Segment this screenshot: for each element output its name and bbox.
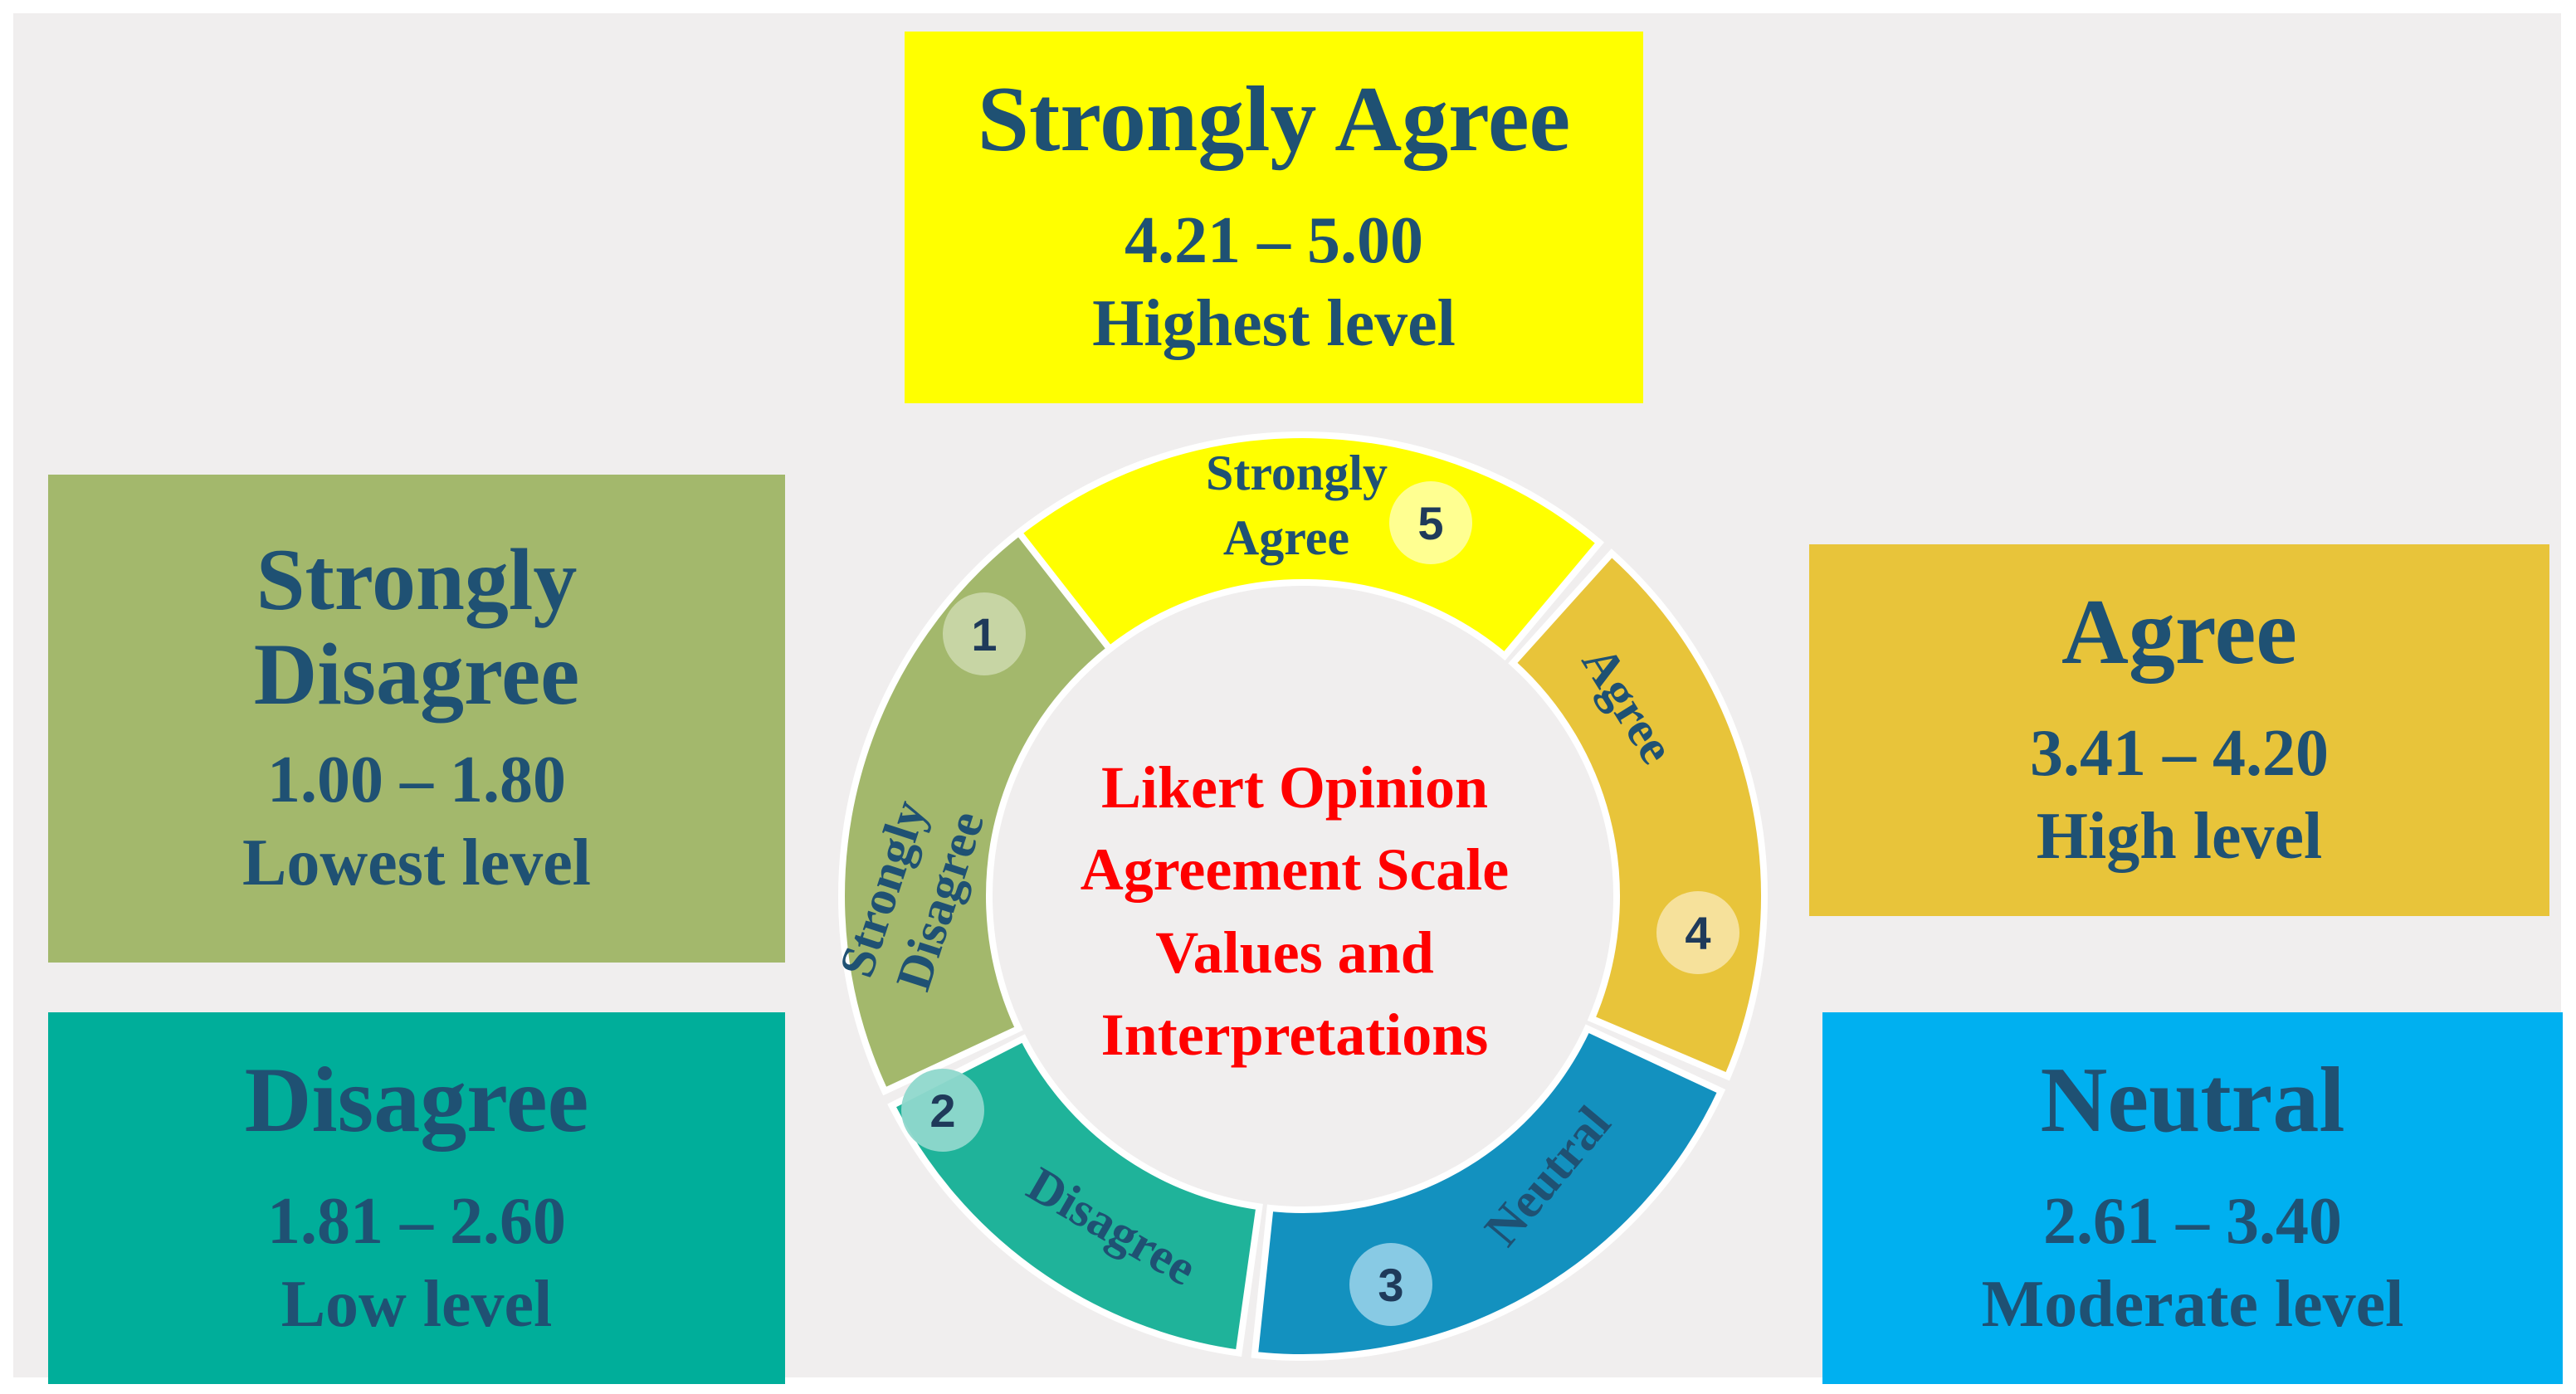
segment-label-strongly-agree-line2: Agree — [1223, 510, 1349, 565]
badge-5: 5 — [1389, 481, 1472, 564]
strongly-disagree-title: Strongly Disagree — [253, 530, 580, 723]
strongly-disagree-range: 1.00 – 1.80 — [267, 743, 566, 817]
strongly-agree-range: 4.21 – 5.00 — [1125, 204, 1423, 278]
disagree-title: Disagree — [244, 1048, 589, 1152]
neutral-title: Neutral — [2040, 1048, 2345, 1152]
disagree-box: Disagree 1.81 – 2.60 Low level — [48, 1012, 785, 1384]
agree-box: Agree 3.41 – 4.20 High level — [1809, 544, 2549, 916]
center-title: Likert Opinion Agreement Scale Values an… — [1080, 754, 1510, 1069]
neutral-interpretation: Moderate level — [1981, 1268, 2404, 1342]
badge-4: 4 — [1656, 891, 1739, 974]
badge-3: 3 — [1349, 1243, 1432, 1326]
disagree-range: 1.81 – 2.60 — [267, 1185, 566, 1259]
strongly-agree-box: Strongly Agree 4.21 – 5.00 Highest level — [905, 32, 1643, 403]
neutral-box: Neutral 2.61 – 3.40 Moderate level — [1822, 1012, 2563, 1384]
cycle-segment-neutral — [1251, 1024, 1726, 1361]
badge-1: 1 — [943, 592, 1026, 675]
badge-2-number: 2 — [929, 1084, 955, 1137]
cycle-segment-disagree — [887, 1034, 1263, 1357]
badge-4-number: 4 — [1685, 907, 1710, 959]
agree-range: 3.41 – 4.20 — [2030, 717, 2329, 791]
badge-1-number: 1 — [971, 608, 997, 660]
agree-title: Agree — [2061, 580, 2297, 684]
badge-3-number: 3 — [1378, 1259, 1403, 1311]
segment-label-strongly-agree: Strongly Agree — [1206, 446, 1400, 565]
segment-label-strongly-agree-line1: Strongly — [1206, 446, 1388, 500]
neutral-range: 2.61 – 3.40 — [2043, 1185, 2342, 1259]
badge-2: 2 — [901, 1069, 984, 1152]
strongly-agree-title: Strongly Agree — [977, 67, 1571, 171]
disagree-interpretation: Low level — [281, 1268, 553, 1342]
agree-interpretation: High level — [2036, 800, 2323, 874]
strongly-disagree-box: Strongly Disagree 1.00 – 1.80 Lowest lev… — [48, 475, 785, 963]
strongly-agree-interpretation: Highest level — [1092, 287, 1456, 361]
badge-5-number: 5 — [1417, 497, 1443, 549]
strongly-disagree-interpretation: Lowest level — [242, 826, 591, 900]
